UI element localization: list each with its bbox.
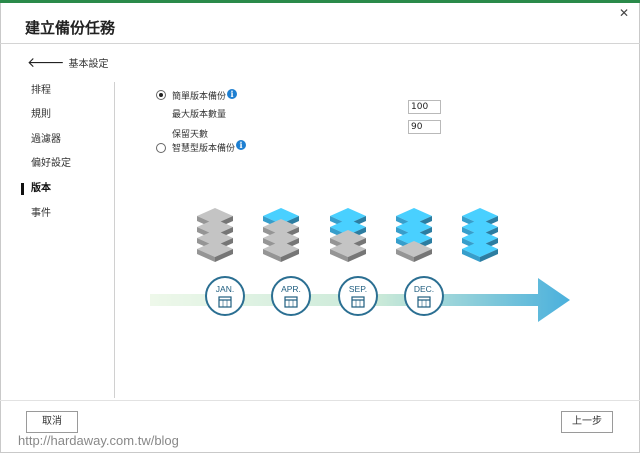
timepoint-label-1: JAN. <box>216 284 234 294</box>
version-timeline-illustration: JAN. APR. SEP. DEC. NOW <box>150 208 570 322</box>
server-layer-2-4 <box>263 241 299 262</box>
sidebar-item-version[interactable]: 版本 <box>20 180 110 198</box>
server-layer-4-4 <box>396 241 432 262</box>
max-versions-label: 最大版本數量 <box>172 110 227 120</box>
timepoint-circle-4 <box>404 276 444 316</box>
watermark-text: http://hardaway.com.tw/blog <box>18 433 179 448</box>
sidebar-divider <box>114 82 115 398</box>
timepoint-label-2: APR. <box>281 284 301 294</box>
simple-versioning-info-icon[interactable]: i <box>227 89 237 99</box>
calendar-icon <box>351 296 365 308</box>
back-link[interactable]: 🡐 基本設定 <box>27 54 109 71</box>
server-layer-5-4 <box>462 241 498 262</box>
sidebar-item-filters[interactable]: 過濾器 <box>31 134 61 145</box>
cancel-button[interactable]: 取消 <box>26 411 78 433</box>
timepoint-circle-3 <box>338 276 378 316</box>
simple-versioning-label: 簡單版本備份 <box>172 92 227 102</box>
timepoint-label-4: DEC. <box>414 284 434 294</box>
previous-step-button[interactable]: 上一步 <box>561 411 613 433</box>
title-divider <box>0 43 640 44</box>
calendar-icon <box>284 296 298 308</box>
retention-days-input[interactable] <box>408 120 441 134</box>
smart-versioning-info-icon[interactable]: i <box>236 140 246 150</box>
timepoint-label-5: NOW <box>470 286 491 296</box>
server-layer-1-4 <box>197 241 233 262</box>
smart-versioning-label: 智慧型版本備份 <box>172 144 236 154</box>
smart-versioning-radio[interactable] <box>156 143 166 153</box>
simple-versioning-radio[interactable] <box>156 90 166 100</box>
window-top-accent <box>0 0 640 3</box>
timepoint-label-3: SEP. <box>349 284 367 294</box>
sidebar-item-rules[interactable]: 規則 <box>31 109 51 120</box>
calendar-icon <box>417 296 431 308</box>
sidebar-item-events[interactable]: 事件 <box>31 208 51 219</box>
retention-days-label: 保留天數 <box>172 130 209 140</box>
max-versions-input[interactable] <box>408 100 441 114</box>
sidebar-item-schedule[interactable]: 排程 <box>31 85 51 96</box>
arrow-left-icon: 🡐 <box>27 55 65 71</box>
close-icon[interactable]: ✕ <box>619 6 630 20</box>
sidebar-item-preferences[interactable]: 偏好設定 <box>31 158 71 169</box>
timepoint-circle-2 <box>271 276 311 316</box>
footer-divider <box>0 400 640 401</box>
server-layer-3-4 <box>330 241 366 262</box>
back-label: 基本設定 <box>68 59 109 70</box>
timepoint-circle-1 <box>205 276 245 316</box>
calendar-icon <box>218 296 232 308</box>
dialog-title: 建立備份任務 <box>25 19 116 37</box>
